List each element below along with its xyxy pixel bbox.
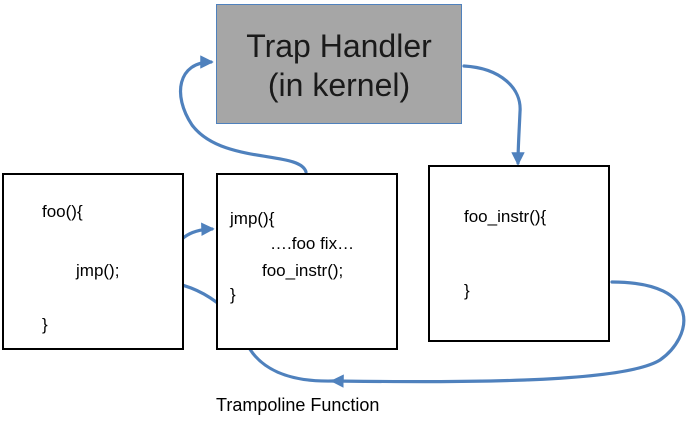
trap-handler-label: Trap Handler (in kernel) bbox=[217, 27, 461, 105]
arrow-foo-instr-return bbox=[330, 280, 686, 388]
jmp-line-2: ….foo fix… bbox=[270, 234, 355, 253]
jmp-line-4: } bbox=[230, 285, 236, 304]
arrow-trap-to-foo-instr bbox=[462, 64, 525, 166]
foo-instr-function-box: foo_instr(){ } bbox=[428, 165, 610, 342]
foo-function-box: foo(){ jmp(); } bbox=[2, 173, 184, 350]
foo-instr-line-2: } bbox=[464, 281, 470, 300]
foo-instr-line-1: foo_instr(){ bbox=[464, 207, 547, 226]
foo-line-3: } bbox=[42, 315, 48, 334]
arrow-jmp-to-trap bbox=[178, 55, 308, 174]
jmp-line-1: jmp(){ bbox=[230, 209, 275, 228]
trap-handler-box: Trap Handler (in kernel) bbox=[216, 4, 462, 124]
jmp-line-3: foo_instr(); bbox=[262, 261, 344, 280]
foo-line-1: foo(){ bbox=[42, 202, 83, 221]
trampoline-caption: Trampoline Function bbox=[216, 395, 380, 415]
jmp-function-box: jmp(){ ….foo fix… foo_instr(); } bbox=[216, 173, 398, 350]
trap-handler-line1: Trap Handler bbox=[246, 28, 432, 64]
foo-line-2: jmp(); bbox=[76, 261, 120, 280]
trap-handler-line2: (in kernel) bbox=[267, 67, 411, 103]
